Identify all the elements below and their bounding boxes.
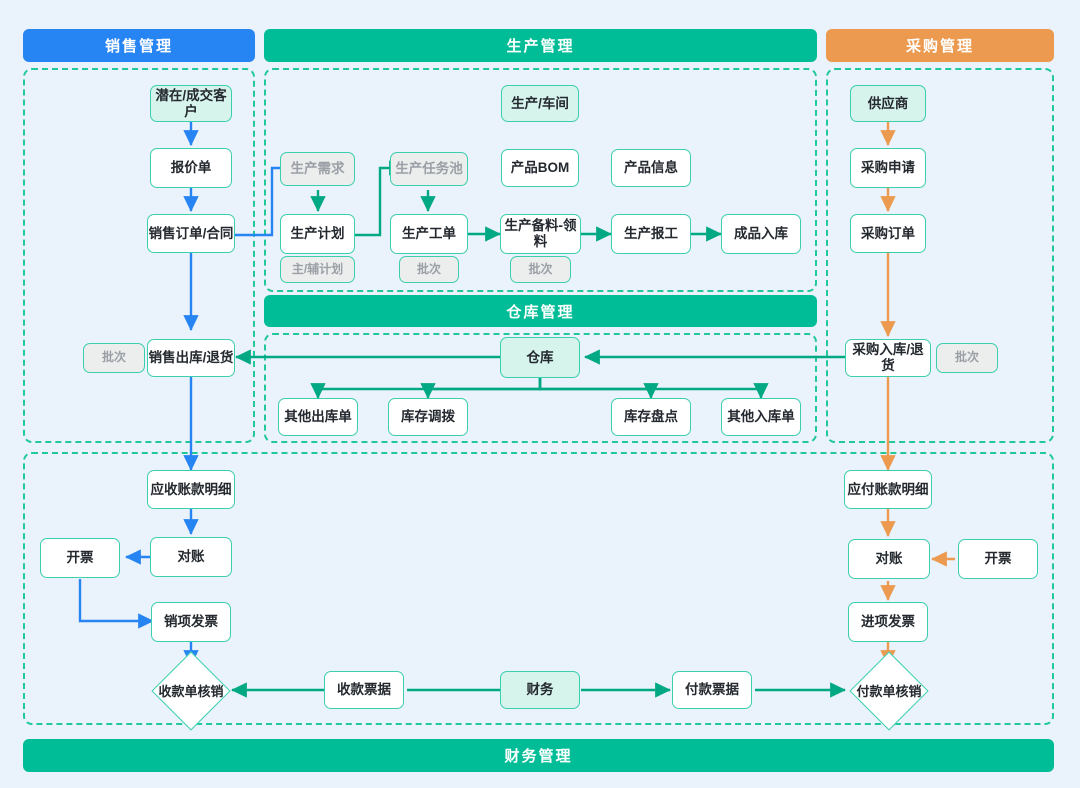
frame-production (264, 68, 817, 292)
node-purchase-inbound[interactable]: 采购入库/退货 (845, 339, 931, 377)
node-production-work-order[interactable]: 生产工单 (390, 214, 468, 254)
node-receipt-writeoff[interactable]: 收款单核销 (140, 651, 242, 731)
node-input-invoice[interactable]: 进项发票 (848, 602, 928, 642)
frame-sales (23, 68, 255, 443)
node-product-bom[interactable]: 产品BOM (501, 149, 579, 187)
node-other-outbound[interactable]: 其他出库单 (278, 398, 358, 436)
node-sales-outbound[interactable]: 销售出库/退货 (147, 339, 235, 377)
node-purchase-order[interactable]: 采购订单 (850, 214, 926, 253)
node-purchase-requisition[interactable]: 采购申请 (850, 148, 926, 188)
node-ap-detail[interactable]: 应付账款明细 (844, 470, 932, 509)
node-other-inbound[interactable]: 其他入库单 (721, 398, 801, 436)
tag-production-plan-type[interactable]: 主/辅计划 (280, 256, 355, 283)
node-payment-writeoff[interactable]: 付款单核销 (838, 651, 940, 731)
section-header-warehouse: 仓库管理 (264, 295, 817, 327)
tag-purchase-batch[interactable]: 批次 (936, 343, 998, 373)
node-production-task-pool[interactable]: 生产任务池 (390, 152, 468, 186)
node-ap-invoice-issue[interactable]: 开票 (958, 539, 1038, 579)
section-header-production: 生产管理 (264, 29, 817, 62)
diamond-label: 收款单核销 (158, 684, 224, 699)
node-supplier[interactable]: 供应商 (850, 85, 926, 122)
section-header-purchase: 采购管理 (826, 29, 1054, 62)
node-production-plan[interactable]: 生产计划 (280, 214, 355, 254)
node-ap-reconcile[interactable]: 对账 (848, 539, 930, 579)
frame-purchase (826, 68, 1054, 443)
node-receipt-voucher[interactable]: 收款票据 (324, 671, 404, 709)
node-production-workshop[interactable]: 生产/车间 (501, 85, 579, 122)
node-production-report[interactable]: 生产报工 (611, 214, 691, 254)
tag-sales-batch[interactable]: 批次 (83, 343, 145, 373)
node-finance-hub[interactable]: 财务 (500, 671, 580, 709)
diamond-label: 付款单核销 (856, 684, 922, 699)
node-inventory-transfer[interactable]: 库存调拨 (388, 398, 468, 436)
node-warehouse-hub[interactable]: 仓库 (500, 337, 580, 378)
node-material-preparation[interactable]: 生产备料-领料 (500, 214, 581, 254)
node-ar-reconcile[interactable]: 对账 (150, 537, 232, 577)
frame-warehouse (264, 333, 817, 443)
section-header-sales: 销售管理 (23, 29, 255, 62)
node-product-info[interactable]: 产品信息 (611, 149, 691, 187)
tag-material-batch[interactable]: 批次 (510, 256, 571, 283)
node-ar-invoice-issue[interactable]: 开票 (40, 538, 120, 578)
frame-finance (23, 452, 1054, 725)
node-sales-order[interactable]: 销售订单/合同 (147, 214, 235, 253)
tag-work-order-batch[interactable]: 批次 (399, 256, 459, 283)
node-finished-goods-inbound[interactable]: 成品入库 (721, 214, 801, 254)
node-output-invoice[interactable]: 销项发票 (151, 602, 231, 642)
node-potential-customer[interactable]: 潜在/成交客户 (150, 85, 232, 122)
node-quotation[interactable]: 报价单 (150, 148, 232, 188)
node-payment-voucher[interactable]: 付款票据 (672, 671, 752, 709)
section-header-finance: 财务管理 (23, 739, 1054, 772)
node-ar-detail[interactable]: 应收账款明细 (147, 470, 235, 509)
node-production-demand[interactable]: 生产需求 (280, 152, 355, 186)
node-inventory-stocktake[interactable]: 库存盘点 (611, 398, 691, 436)
